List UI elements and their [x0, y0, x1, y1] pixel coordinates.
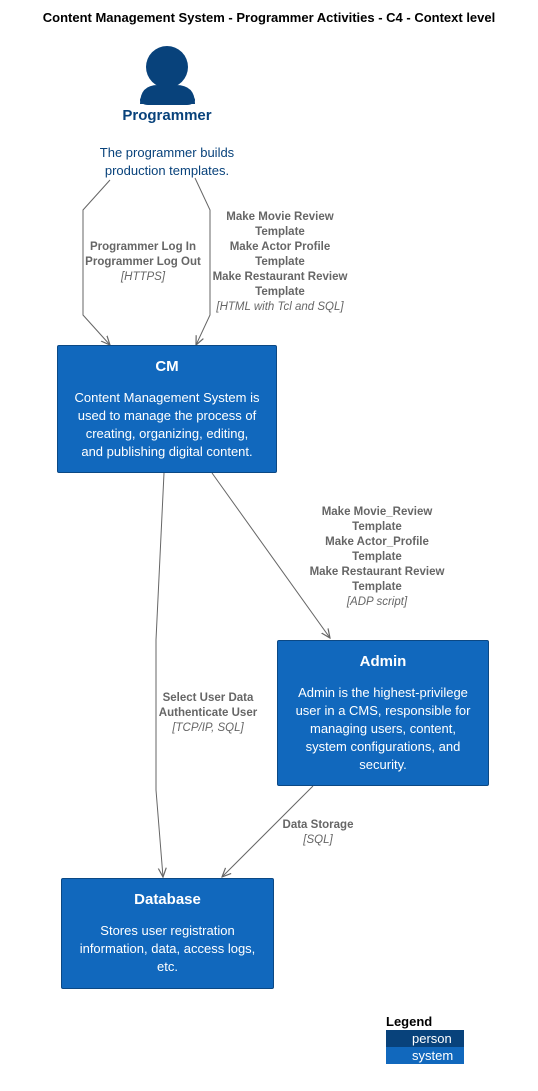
node-admin-description: Admin is the highest-privilege user in a… [295, 685, 471, 772]
legend-person-swatch [386, 1030, 412, 1047]
node-cm-name: CM [155, 358, 179, 375]
edge-label-admin-database: Data Storage [SQL] [282, 819, 354, 846]
legend-system-swatch [386, 1047, 412, 1064]
edge-cm-database [155, 472, 164, 877]
edge-label-login: Programmer Log In Programmer Log Out [HT… [85, 241, 201, 283]
edge-cm-admin [211, 472, 330, 638]
legend-item-system: system [386, 1047, 464, 1064]
edge-programmer-login [82, 179, 110, 345]
edge-label-cm-database: Select User Data Authenticate User [TCP/… [158, 692, 258, 734]
node-cm[interactable]: CM Content Management System is used to … [57, 345, 277, 473]
legend: Legend person system [386, 1014, 464, 1064]
person-name: Programmer [122, 107, 212, 124]
person-icon [140, 46, 195, 105]
edge-label-templates: Make Movie Review Template Make Actor Pr… [212, 211, 348, 313]
person-description: The programmer builds production templat… [99, 145, 235, 178]
edge-admin-database [222, 785, 314, 877]
node-cm-description: Content Management System is used to man… [74, 390, 260, 459]
node-database-name: Database [134, 891, 201, 908]
node-database-description: Stores user registration information, da… [79, 923, 256, 974]
node-admin-name: Admin [359, 653, 407, 670]
edge-programmer-templates [194, 177, 211, 345]
diagram-title: Content Management System - Programmer A… [42, 10, 496, 25]
legend-title: Legend [386, 1014, 433, 1029]
legend-item-person: person [386, 1030, 464, 1047]
node-admin[interactable]: Admin Admin is the highest-privilege use… [277, 640, 489, 786]
node-database[interactable]: Database Stores user registration inform… [61, 878, 274, 989]
edge-label-cm-admin: Make Movie_Review Template Make Actor_Pr… [309, 506, 445, 608]
